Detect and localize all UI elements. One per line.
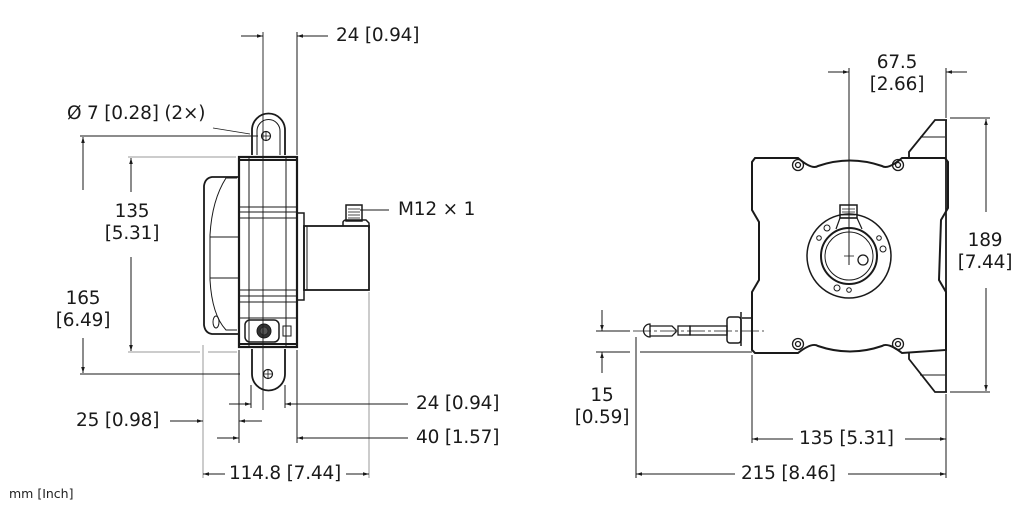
- encoder-housing: [296, 212, 370, 301]
- dim-front-overall-height-mm: 189: [967, 230, 1003, 251]
- mounting-boss: [244, 319, 292, 343]
- front-housing: [751, 157, 949, 355]
- dim-body-height-in: [5.31]: [104, 223, 160, 244]
- dim-body-height: 135 [5.31]: [104, 201, 160, 245]
- dim-top-lug-width: 24 [0.94]: [336, 25, 420, 46]
- dim-front-overall-height: 189 [7.44]: [955, 230, 1015, 274]
- dim-body-height-mm: 135: [114, 201, 150, 222]
- dim-connector-offset: 67.5 [2.66]: [867, 52, 927, 96]
- left-cover: [203, 176, 239, 335]
- bottom-mounting-lug: [251, 349, 286, 392]
- dim-connector-offset-mm: 67.5: [876, 52, 918, 73]
- dim-overall-height-mm: 165: [65, 288, 101, 309]
- dim-offset: 25 [0.98]: [76, 410, 160, 431]
- front-view: [596, 68, 990, 478]
- side-view: [80, 32, 408, 478]
- top-mounting-lug: [251, 112, 286, 155]
- dim-overall-width: 215 [8.46]: [741, 463, 836, 484]
- dim-wire-offset-in: [0.59]: [574, 407, 630, 428]
- dim-overall-height: 165 [6.49]: [55, 288, 111, 332]
- dim-wire-offset: 15 [0.59]: [572, 385, 632, 429]
- dim-hole-diameter: Ø 7 [0.28] (2×): [67, 103, 206, 124]
- dim-bottom-lug-width: 24 [0.94]: [416, 393, 500, 414]
- drum-body: [237, 155, 299, 349]
- label-connector: M12 × 1: [398, 199, 476, 220]
- units-note: mm [Inch]: [9, 486, 74, 501]
- dim-body-width: 135 [5.31]: [799, 428, 894, 449]
- dim-body-depth: 40 [1.57]: [416, 427, 500, 448]
- m12-connector: [342, 204, 370, 228]
- dim-overall-height-in: [6.49]: [55, 310, 111, 331]
- measuring-wire: [633, 312, 764, 346]
- dim-wire-offset-mm: 15: [590, 385, 614, 406]
- dim-overall-depth: 114.8 [7.44]: [229, 463, 342, 484]
- dim-connector-offset-in: [2.66]: [869, 74, 925, 95]
- dim-front-overall-height-in: [7.44]: [957, 252, 1013, 273]
- corner-screws: [791, 158, 905, 351]
